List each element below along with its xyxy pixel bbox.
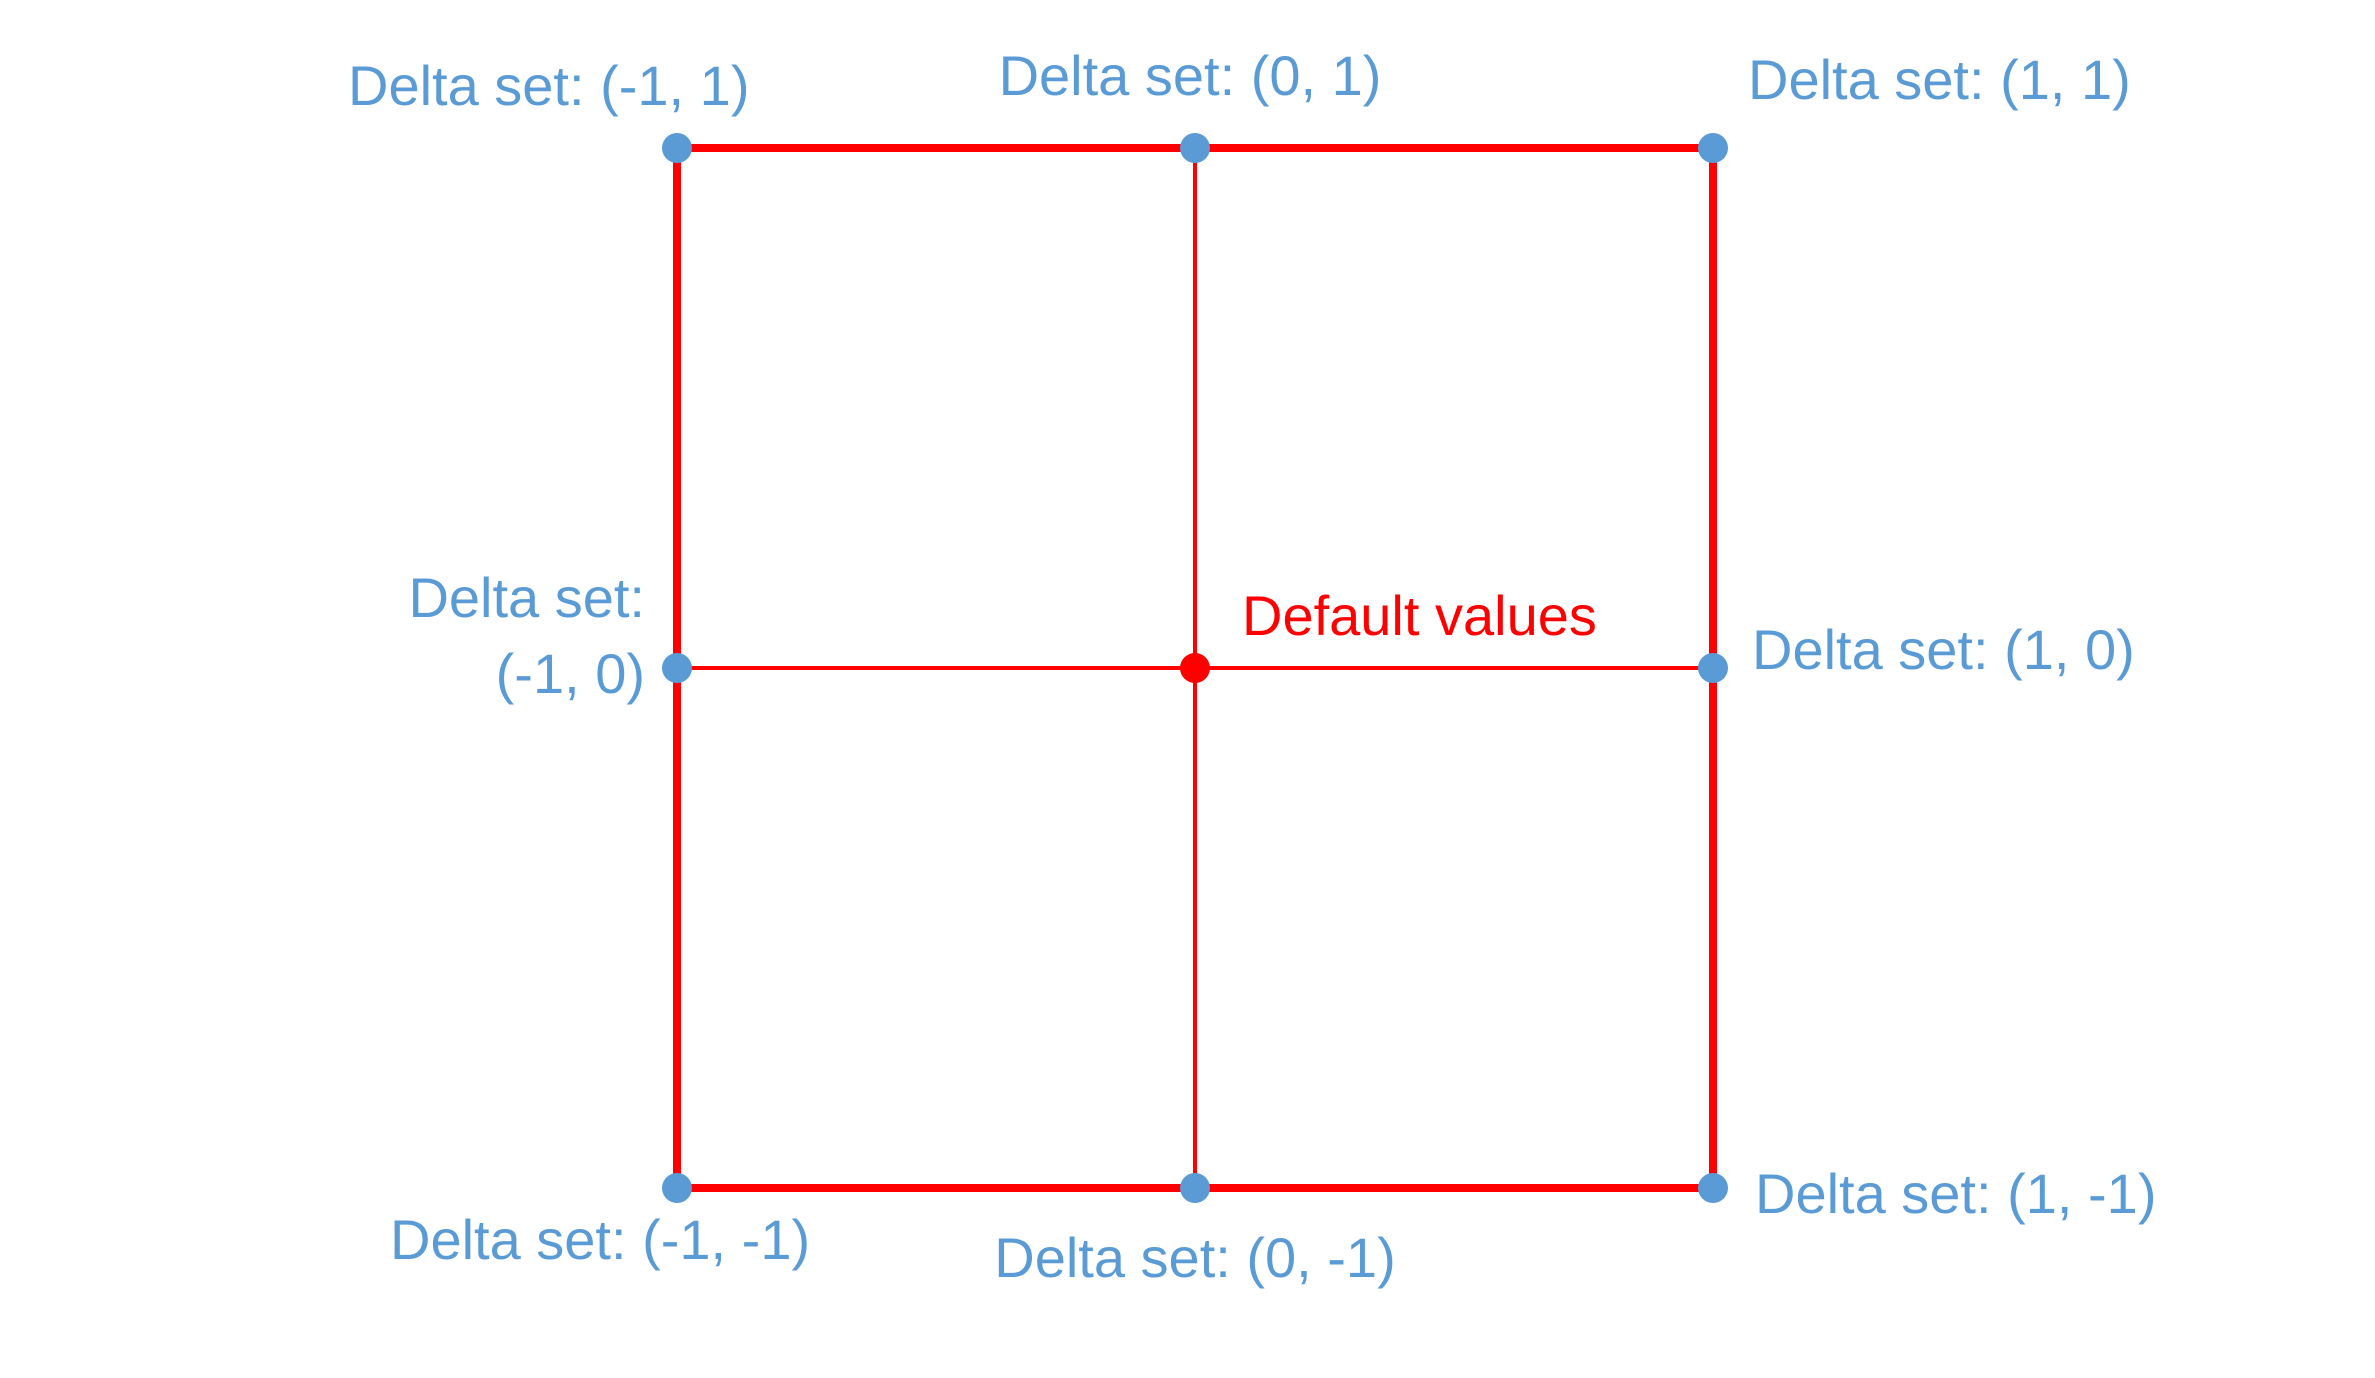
label-delta-bottom-middle: Delta set: (0, -1) (994, 1226, 1396, 1289)
label-delta-top-middle: Delta set: (0, 1) (998, 44, 1382, 107)
label-delta-bottom-right: Delta set: (1, -1) (1755, 1162, 2157, 1225)
node-top-left (662, 133, 692, 163)
node-bottom-right (1698, 1173, 1728, 1203)
node-bottom-left (662, 1173, 692, 1203)
label-delta-middle-left: Delta set: (-1, 0) (408, 560, 645, 711)
node-top-middle (1180, 133, 1210, 163)
label-delta-top-right: Delta set: (1, 1) (1748, 48, 2131, 111)
label-delta-middle-left-line1: Delta set: (408, 566, 645, 629)
label-delta-top-left: Delta set: (-1, 1) (348, 54, 750, 117)
label-delta-middle-right: Delta set: (1, 0) (1752, 618, 2135, 681)
label-delta-bottom-left: Delta set: (-1, -1) (390, 1208, 811, 1271)
node-center-default (1180, 653, 1210, 683)
label-delta-middle-left-line2: (-1, 0) (495, 641, 645, 705)
node-bottom-middle (1180, 1173, 1210, 1203)
node-middle-left (662, 653, 692, 683)
node-top-right (1698, 133, 1728, 163)
label-default-values: Default values (1242, 584, 1597, 647)
node-middle-right (1698, 653, 1728, 683)
